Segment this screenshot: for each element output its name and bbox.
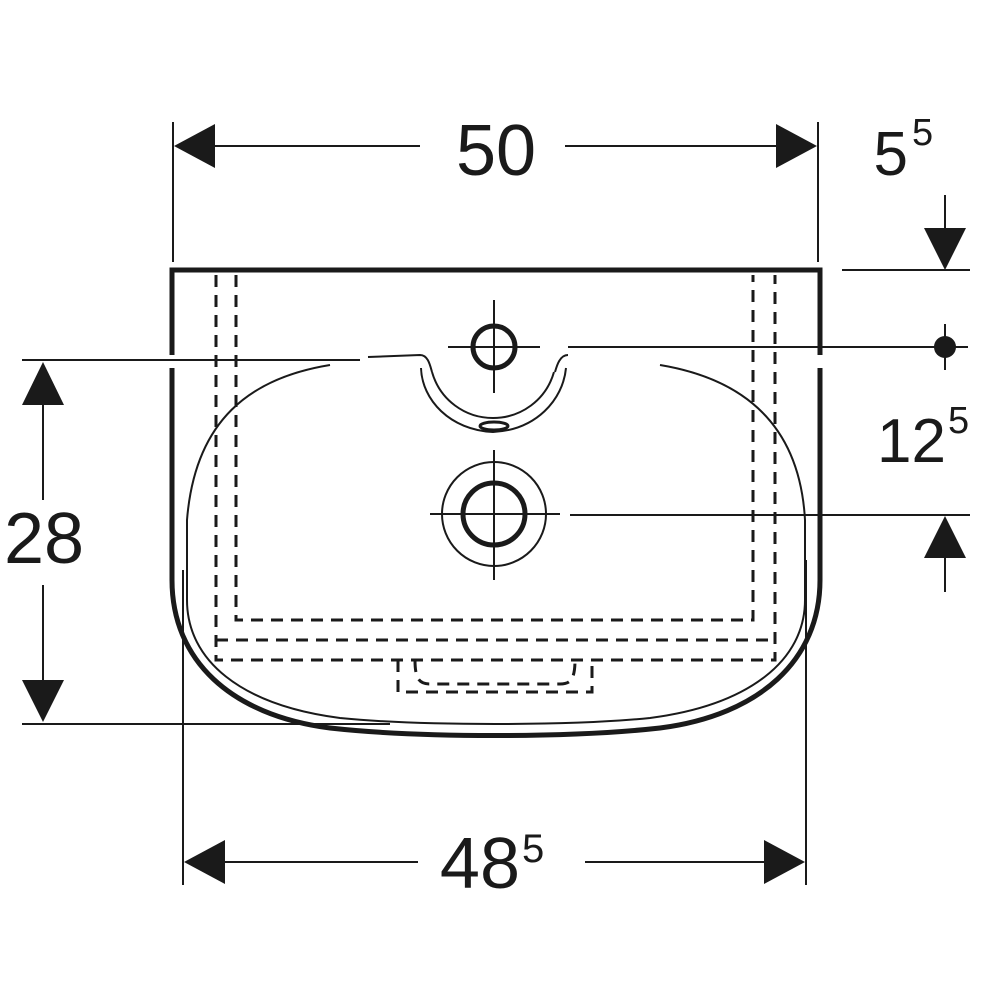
svg-text:5: 5 [522, 827, 544, 871]
arrow-down-icon [22, 680, 64, 722]
arrow-left-icon [174, 124, 215, 168]
overall-width-label: 50 [456, 111, 536, 191]
depth-label: 28 [4, 499, 84, 579]
svg-text:5: 5 [948, 400, 969, 442]
dimension-depth: 28 [4, 362, 84, 722]
extension-lines [22, 122, 970, 885]
arrow-down-icon [924, 228, 966, 270]
dimension-tap-offset: 5 5 [874, 112, 968, 370]
arrow-right-icon [776, 124, 817, 168]
svg-text:5: 5 [874, 120, 908, 189]
arrow-right-icon [764, 840, 805, 884]
arrow-left-icon [184, 840, 225, 884]
svg-text:48: 48 [440, 824, 520, 904]
tap-offset-main: 5 [874, 120, 908, 189]
tap-offset-sup: 5 [912, 112, 933, 154]
basin-outline [169, 267, 823, 738]
inner-width-main: 48 [440, 824, 520, 904]
drain [430, 450, 560, 580]
overflow-slot [478, 420, 510, 432]
arrow-up-icon [22, 362, 64, 405]
svg-text:5: 5 [912, 112, 933, 154]
hidden-outline [214, 275, 777, 694]
dimension-inner-width: 48 5 [184, 824, 805, 904]
tap-hole [448, 300, 540, 393]
tap-drain-main: 12 [877, 407, 946, 476]
svg-text:12: 12 [877, 407, 946, 476]
dimension-tap-to-drain: 12 5 [877, 400, 969, 592]
inner-width-sup: 5 [522, 827, 544, 871]
arrow-up-icon [924, 516, 966, 558]
dimension-overall-width: 50 [174, 111, 817, 191]
tap-drain-sup: 5 [948, 400, 969, 442]
